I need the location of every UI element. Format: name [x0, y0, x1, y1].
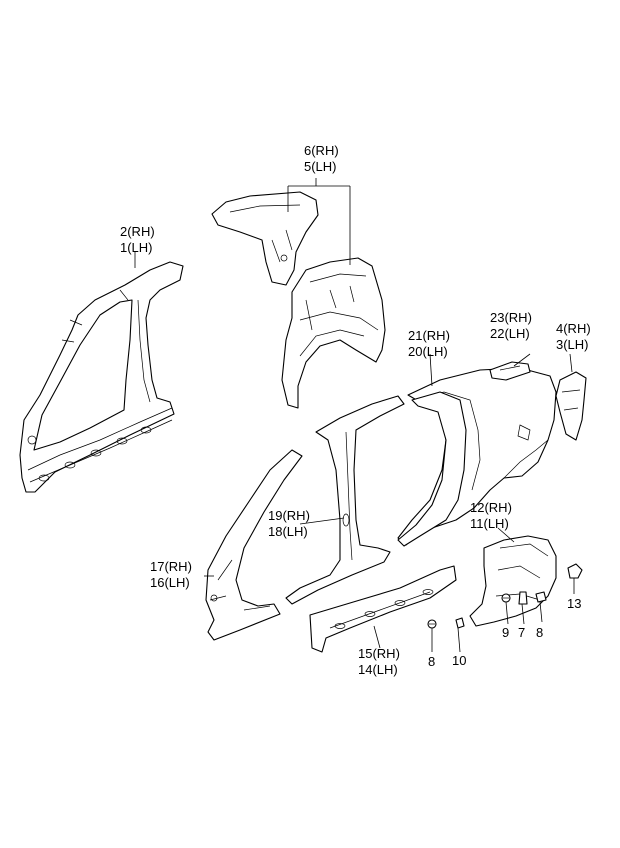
- label-4-rh: 4(RH): [556, 321, 591, 336]
- label-11-lh: 11(LH): [470, 516, 509, 531]
- leader-lines: [134, 178, 575, 653]
- label-8-left: 8: [428, 654, 435, 669]
- bracket-23-22: [489, 361, 531, 381]
- rear-pillar-inner: [397, 391, 467, 547]
- side-outer-panel-front: [19, 261, 184, 493]
- label-22-lh: 22(LH): [490, 326, 530, 341]
- label-7: 7: [518, 625, 525, 640]
- label-16-lh: 16(LH): [150, 575, 190, 590]
- inner-panel-upper: [211, 191, 319, 286]
- fastener-13: [567, 563, 583, 579]
- fastener-8-right: [535, 591, 547, 603]
- label-14-lh: 14(LH): [358, 662, 398, 677]
- fastener-9: [501, 593, 511, 603]
- label-19-rh: 19(RH): [268, 508, 310, 523]
- fastener-10: [455, 617, 465, 629]
- label-9: 9: [502, 625, 509, 640]
- label-5-lh: 5(LH): [304, 159, 337, 174]
- label-20-lh: 20(LH): [408, 344, 448, 359]
- center-pillar-inner: [285, 395, 405, 605]
- inner-panel-lower: [281, 257, 386, 409]
- label-17-rh: 17(RH): [150, 559, 192, 574]
- label-1-lh: 1(LH): [120, 240, 153, 255]
- label-21-rh: 21(RH): [408, 328, 450, 343]
- wheel-guard: [469, 535, 557, 627]
- label-10: 10: [452, 653, 466, 668]
- label-18-lh: 18(LH): [268, 524, 308, 539]
- fastener-8-left: [427, 619, 437, 629]
- label-12-rh: 12(RH): [470, 500, 512, 515]
- label-23-rh: 23(RH): [490, 310, 532, 325]
- side-sill: [309, 565, 457, 653]
- label-13: 13: [567, 596, 581, 611]
- label-8-right: 8: [536, 625, 543, 640]
- label-2-rh: 2(RH): [120, 224, 155, 239]
- label-3-lh: 3(LH): [556, 337, 589, 352]
- label-6-rh: 6(RH): [304, 143, 339, 158]
- bracket-4-3: [555, 371, 587, 441]
- front-pillar-inner: [205, 449, 303, 641]
- label-15-rh: 15(RH): [358, 646, 400, 661]
- fastener-7: [518, 591, 528, 605]
